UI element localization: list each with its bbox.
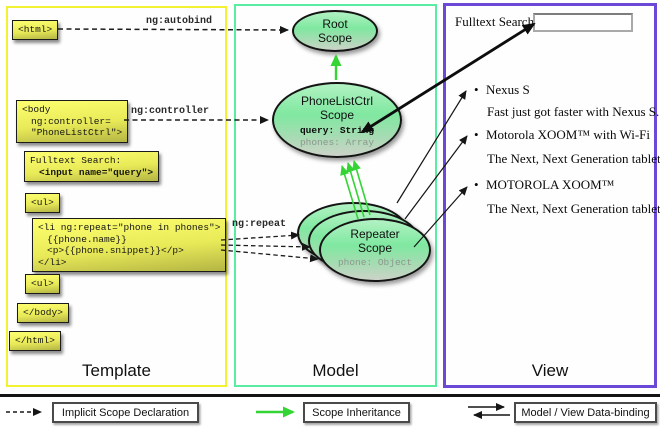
legend-data-binding-label: Model / View Data-binding — [514, 402, 657, 423]
phonelistctrl-scope-ellipse: PhoneListCtrl Scope query: String phones… — [272, 82, 402, 158]
view-column-label: View — [531, 361, 569, 380]
scope-title: PhoneListCtrl Scope — [300, 94, 374, 122]
view-column — [443, 3, 657, 388]
code-line: </li> — [38, 256, 67, 268]
scope-properties: query: String phones: Array — [299, 125, 375, 148]
phone-snippet: The Next, Next Generation tablet. — [487, 201, 660, 216]
list-item: • MOTOROLA XOOM™ — [474, 177, 614, 193]
li-repeat-code-box: <li ng:repeat="phone in phones"> {{phone… — [32, 218, 227, 273]
bullet-icon: • — [474, 177, 479, 192]
repeater-scope-ellipse: Repeater Scope phone: Object — [319, 218, 431, 282]
code-line: "PhoneListCtrl"> — [31, 127, 123, 139]
code-line: </body> — [23, 307, 63, 318]
phone-name: Motorola XOOM™ with Wi-Fi — [486, 127, 651, 142]
code-line: <ul> — [31, 197, 54, 208]
template-column-label: Template — [82, 361, 151, 380]
phone-snippet: The Next, Next Generation tablet. — [487, 151, 660, 166]
bullet-icon: • — [474, 82, 479, 97]
fulltext-search-label: Fulltext Search: — [455, 14, 538, 29]
code-line: {{phone.name}} — [47, 233, 127, 245]
code-line: <ul> — [31, 278, 54, 289]
ng-controller-label: ng:controller — [131, 106, 210, 117]
bullet-icon: • — [474, 127, 479, 142]
list-item: • Nexus S — [474, 82, 530, 98]
scope-properties: phone: Object — [337, 257, 413, 269]
code-line: <html> — [18, 24, 53, 35]
legend-implicit-scope-label: Implicit Scope Declaration — [52, 402, 199, 423]
root-scope-ellipse: Root Scope — [292, 10, 378, 52]
phone-name: MOTOROLA XOOM™ — [486, 177, 615, 192]
body-close-tag-box: </body> — [17, 303, 69, 323]
legend-scope-inheritance-label: Scope Inheritance — [303, 402, 410, 423]
fulltext-search-code-box: Fulltext Search: <input name="query"> — [24, 151, 160, 183]
code-line: </html> — [15, 335, 55, 346]
ul-close-tag-box: <ul> — [25, 274, 60, 294]
ul-open-tag-box: <ul> — [25, 193, 60, 213]
model-column-label: Model — [312, 361, 359, 380]
html-open-tag-box: <html> — [12, 20, 59, 40]
model-column — [234, 4, 437, 387]
legend-separator — [0, 394, 660, 397]
list-item: • Motorola XOOM™ with Wi-Fi — [474, 127, 650, 143]
code-line: <input name="query"> — [39, 166, 154, 178]
fulltext-search-input[interactable] — [533, 13, 633, 32]
code-line: ng:controller= — [31, 115, 111, 127]
phone-snippet: Fast just got faster with Nexus S. — [487, 104, 660, 119]
code-line: <body — [22, 104, 51, 115]
code-line: <p>{{phone.snippet}}</p> — [47, 245, 184, 257]
phone-name: Nexus S — [486, 82, 530, 97]
html-close-tag-box: </html> — [9, 331, 61, 351]
scope-title: Repeater Scope — [350, 227, 400, 255]
code-line: Fulltext Search: — [30, 155, 122, 166]
ng-repeat-label: ng:repeat — [232, 219, 287, 230]
body-open-tag-box: <body ng:controller= "PhoneListCtrl"> — [16, 100, 129, 143]
code-line: <li ng:repeat="phone in phones"> — [38, 222, 221, 233]
scope-title: Root Scope — [317, 17, 353, 45]
ng-autobind-label: ng:autobind — [146, 16, 213, 27]
